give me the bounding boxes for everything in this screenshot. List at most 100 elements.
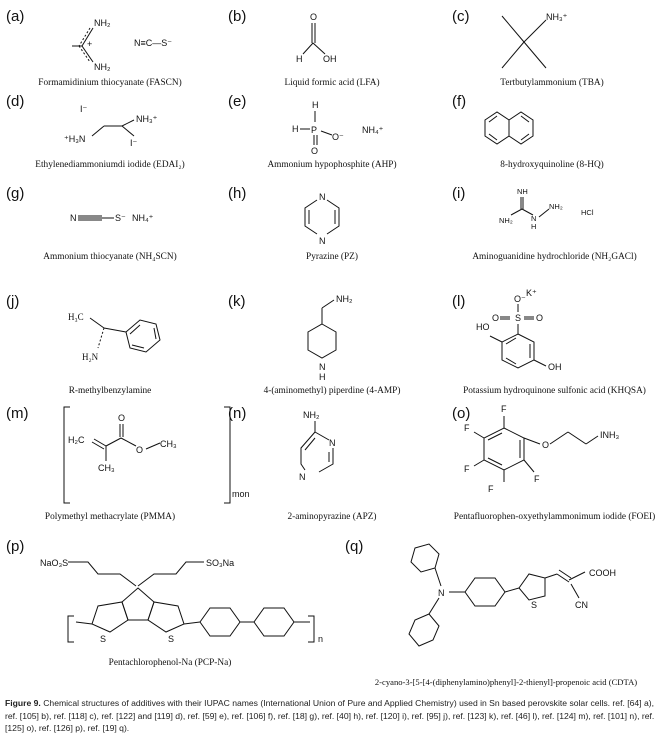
- atom-f3: F: [464, 464, 470, 474]
- atom-nh: NH: [517, 187, 528, 196]
- atom-hcl: HCl: [581, 208, 594, 217]
- panel-letter-e: (e): [228, 93, 247, 110]
- atom-k: K⁺: [526, 288, 537, 298]
- panel-letter-h: (h): [228, 185, 247, 202]
- structure-j: H₃C H₂N: [68, 312, 161, 362]
- atom-so3na-left: NaO₃S: [40, 558, 68, 568]
- structure-b: O H OH: [296, 12, 337, 64]
- atom-ch3b: CH₃: [98, 463, 115, 473]
- label-n: n: [318, 634, 323, 644]
- panel-name-h: Pyrazine (PZ): [306, 252, 358, 262]
- panel-letter-f: (f): [452, 93, 467, 110]
- atom-s1: S: [100, 634, 106, 644]
- structure-o: F F F F F O INH₃: [464, 404, 619, 494]
- atom-h3c: H₃C: [68, 312, 84, 322]
- atom-nh2-bot: NH₂: [94, 62, 111, 72]
- atom-h3n: ⁺H₃N: [64, 134, 85, 144]
- panel-name-g: Ammonium thiocyanate (NH₄SCN): [43, 252, 177, 262]
- panel-name-m: Polymethyl methacrylate (PMMA): [44, 512, 176, 522]
- atom-o: O: [118, 413, 125, 423]
- structure-q: N S COOH CN: [408, 543, 616, 647]
- atom-s2: S: [168, 634, 174, 644]
- atom-nh2: NH₂: [303, 410, 320, 420]
- atom-f2: F: [464, 423, 470, 433]
- structure-c: NH₃⁺: [501, 12, 568, 69]
- atom-plus: +: [87, 39, 92, 49]
- label-mon: mon: [232, 489, 250, 499]
- atom-h2n: H₂N: [82, 352, 99, 362]
- panel-name-p: Pentachlorophenol-Na (PCP-Na): [108, 658, 232, 668]
- atom-nh4: NH₄⁺: [132, 213, 154, 223]
- atom-f1: F: [501, 404, 507, 414]
- atom-ch3: CH₃: [160, 439, 177, 449]
- atom-f5: F: [534, 474, 540, 484]
- structure-m: O O CH₃ H₂C CH₃ mon: [63, 406, 250, 504]
- atom-oh: OH: [323, 54, 337, 64]
- panel-name-i: Aminoguanidine hydrochloride (NH₂GACl): [472, 252, 637, 262]
- structure-d: I⁻ ⁺H₃N NH₃⁺ I⁻: [64, 104, 158, 148]
- panel-name-l: Potassium hydroquinone sulfonic acid (KH…: [463, 386, 646, 396]
- structure-f: [484, 111, 534, 145]
- atom-nh3: NH₃⁺: [136, 114, 158, 124]
- atom-nh4: NH₄⁺: [362, 125, 384, 135]
- atom-p: P: [311, 125, 317, 135]
- atom-h2: H: [292, 124, 299, 134]
- panel-letter-l: (l): [452, 293, 466, 310]
- atom-cooh: COOH: [589, 568, 616, 578]
- atom-i1: I⁻: [80, 104, 88, 114]
- panel-letter-n: (n): [228, 405, 247, 422]
- structure-p: NaO₃S SO₃Na S S n: [40, 558, 323, 644]
- panel-letter-k: (k): [228, 293, 246, 310]
- panel-letter-o: (o): [452, 405, 471, 422]
- panel-name-d: Ethylenediammoniumdi iodide (EDAI₂): [35, 160, 185, 170]
- atom-scn: N≡C—S⁻: [134, 38, 172, 48]
- atom-o: O: [310, 12, 317, 22]
- panel-letter-c: (c): [452, 8, 470, 25]
- atom-o-minus: O⁻: [514, 294, 526, 304]
- atom-i2: I⁻: [130, 138, 138, 148]
- atom-n: N: [438, 588, 445, 598]
- atom-nh3: NH₃⁺: [546, 12, 568, 22]
- panel-letter-b: (b): [228, 8, 247, 25]
- panel-name-k: 4-(aminomethyl) piperdine (4-AMP): [263, 386, 401, 396]
- atom-f4: F: [488, 484, 494, 494]
- atom-s: S: [515, 313, 521, 323]
- atom-s: S: [531, 600, 537, 610]
- atom-h: H: [531, 222, 536, 231]
- panel-name-f: 8-hydroxyquinoline (8-HQ): [500, 160, 604, 170]
- atom-n2: N: [319, 236, 326, 246]
- structure-a: NH₂ + NH₂ N≡C—S⁻: [72, 18, 172, 72]
- panel-name-e: Ammonium hypophosphite (AHP): [267, 160, 397, 170]
- structure-k: NH₂ N H: [307, 294, 353, 382]
- atom-n1: N: [319, 192, 326, 202]
- atom-s: S⁻: [115, 213, 126, 223]
- atom-h2c: H₂C: [68, 435, 85, 445]
- panel-letter-q: (q): [345, 538, 364, 555]
- atom-o1: O: [492, 313, 499, 323]
- panel-letter-d: (d): [6, 93, 25, 110]
- panel-letter-a: (a): [6, 8, 25, 25]
- panel-name-o: Pentafluorophen-oxyethylammonimum iodide…: [453, 512, 656, 522]
- panel-name-j: R-methylbenzylamine: [68, 386, 152, 396]
- atom-ho: HO: [476, 322, 490, 332]
- atom-nh2-top: NH₂: [94, 18, 111, 28]
- panel-letter-p: (p): [6, 538, 25, 555]
- atom-nh2b: NH₂: [549, 202, 563, 211]
- atom-n: N: [531, 214, 536, 223]
- structure-n: NH₂ N N: [299, 410, 336, 482]
- atom-o-top: O: [311, 146, 318, 156]
- caption-label: Figure 9.: [5, 698, 41, 708]
- atom-n: N: [319, 362, 326, 372]
- atom-o: O: [542, 440, 549, 450]
- panel-letter-m: (m): [6, 405, 29, 422]
- atom-oh: OH: [548, 362, 562, 372]
- structure-i: NH NH₂ N H NH₂ HCl: [499, 187, 594, 231]
- panel-name-b: Liquid formic acid (LFA): [284, 78, 380, 88]
- panel-letter-g: (g): [6, 185, 25, 202]
- caption-text: Chemical structures of additives with th…: [5, 698, 655, 734]
- atom-so3na-right: SO₃Na: [206, 558, 234, 568]
- atom-h: H: [296, 54, 303, 64]
- atom-nh2: NH₂: [336, 294, 353, 304]
- atom-o-minus: O⁻: [332, 132, 344, 142]
- atom-o2: O: [136, 445, 143, 455]
